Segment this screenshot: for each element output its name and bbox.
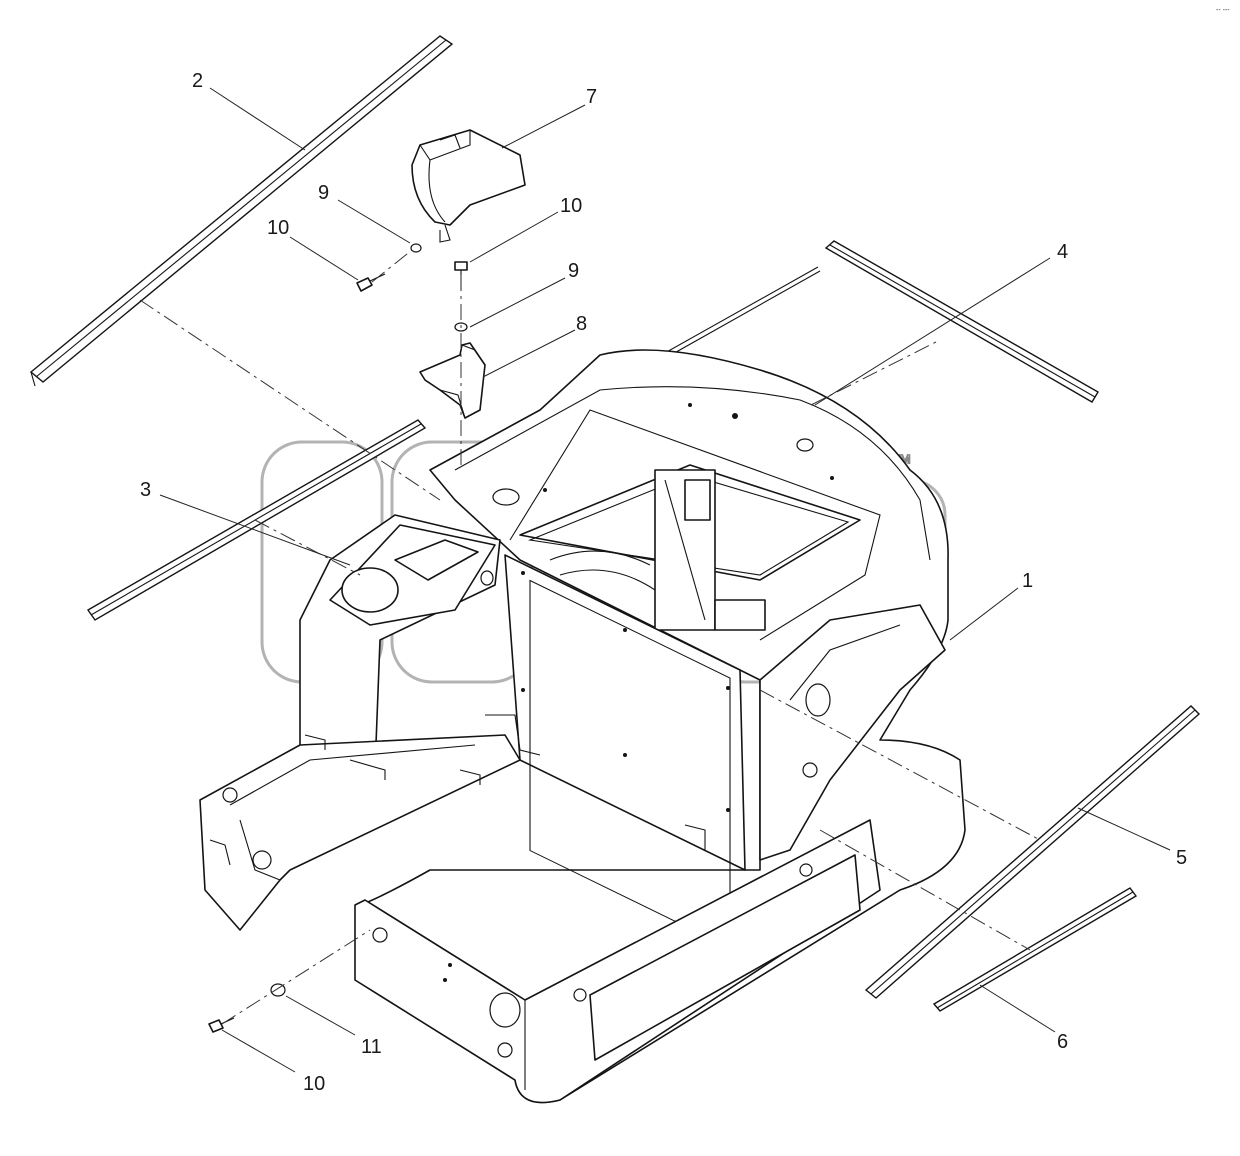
callout-11: 11 [361,1036,382,1058]
fastener-hardware [208,243,468,1033]
part-8-bracket [419,342,486,419]
callout-6: 6 [1057,1031,1068,1053]
callout-10: 10 [560,195,582,217]
part-4-trim-strip [824,240,1099,403]
callout-9: 9 [568,260,579,282]
part-6-trim-strip [932,887,1138,1012]
callout-9: 9 [318,182,329,204]
callout-10: 10 [303,1073,325,1095]
part-1-cab-base-body [199,349,966,1104]
callout-8: 8 [576,313,587,335]
callout-1: 1 [1022,570,1033,592]
callout-4: 4 [1057,241,1068,263]
leader-lines [159,87,1171,1073]
part-5-trim-strip [864,705,1201,999]
callout-2: 2 [192,70,203,92]
callout-7: 7 [586,86,597,108]
part-7-cover [411,129,526,243]
callout-labels: 2 7 9 10 10 9 8 4 3 1 5 6 11 10 [140,70,1187,1095]
part-2-trim-strip [29,35,454,387]
callout-5: 5 [1176,847,1187,869]
callout-3: 3 [140,479,151,501]
centerlines [139,249,1041,1025]
corner-note: -- --- [1216,7,1230,14]
part-3-trim-strip [86,419,427,621]
callout-10: 10 [267,217,289,239]
